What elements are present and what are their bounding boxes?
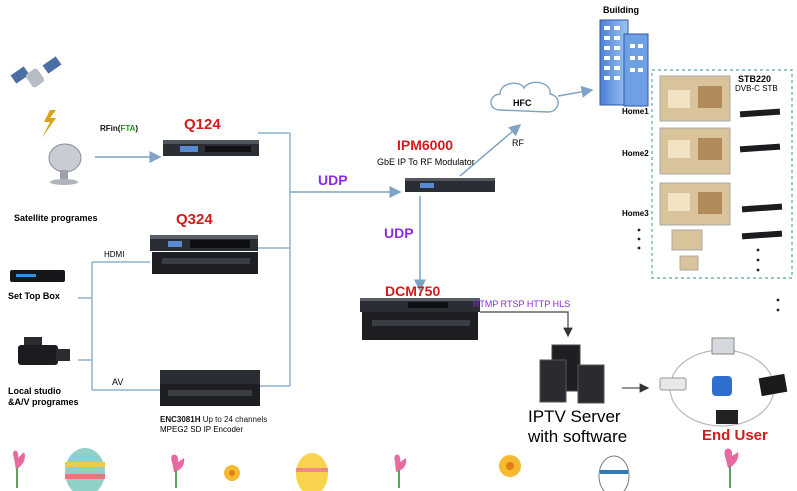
set-top-box-icon	[10, 270, 65, 282]
iptv-software-label: with software	[528, 427, 628, 446]
hfc-label: HFC	[513, 98, 532, 108]
iptv-server-icon	[539, 344, 605, 404]
q124-device	[163, 140, 259, 156]
satellite-dish-icon	[48, 143, 82, 185]
udp-label-2: UDP	[384, 225, 414, 241]
q324-device	[150, 235, 258, 274]
end-user-devices	[659, 337, 788, 427]
building-title: Building	[603, 5, 639, 15]
end-user-label: End User	[702, 427, 768, 444]
enc3081h-label: ENC3081H Up to 24 channels	[160, 415, 268, 424]
udp-label-1: UDP	[318, 172, 348, 188]
video-camera-icon	[18, 337, 70, 365]
iptv-server-label: IPTV Server	[528, 407, 621, 426]
stb220-devices	[739, 108, 783, 240]
ipm6000-device	[405, 178, 495, 192]
satellite-programs-label: Satellite programes	[14, 213, 98, 223]
building-icon	[599, 19, 649, 107]
stb220-title: STB220	[738, 74, 772, 84]
rf-label: RF	[512, 138, 524, 148]
local-studio-label: Local studio	[8, 386, 62, 396]
protocols-label: RTMP RTSP HTTP HLS	[473, 299, 571, 309]
rfin-label: RFin(FTA)	[100, 124, 139, 133]
enc3081h-device	[160, 370, 260, 406]
satellite-icon	[10, 56, 62, 88]
set-top-box-label: Set Top Box	[8, 291, 60, 301]
home-room-images	[659, 75, 731, 271]
dcm750-title: DCM750	[385, 283, 441, 299]
av-programs-label: &A/V programes	[8, 397, 79, 407]
home3-label: Home3	[622, 209, 649, 218]
easter-decorations	[13, 448, 739, 491]
q324-title: Q324	[176, 211, 213, 228]
av-label: AV	[112, 377, 124, 387]
home2-label: Home2	[622, 149, 649, 158]
stb220-desc: DVB-C STB	[735, 84, 778, 93]
q124-title: Q124	[184, 116, 221, 133]
hfc-cloud-icon	[490, 81, 559, 113]
home1-label: Home1	[622, 107, 649, 116]
ipm6000-desc: GbE IP To RF Modulator	[377, 157, 475, 167]
continuation-dots	[637, 228, 780, 312]
signal-bolt-icon	[42, 110, 56, 138]
enc3081h-desc: MPEG2 SD IP Encoder	[160, 425, 243, 434]
dcm750-device	[360, 298, 480, 340]
hdmi-label: HDMI	[104, 250, 125, 259]
ipm6000-title: IPM6000	[397, 137, 454, 153]
